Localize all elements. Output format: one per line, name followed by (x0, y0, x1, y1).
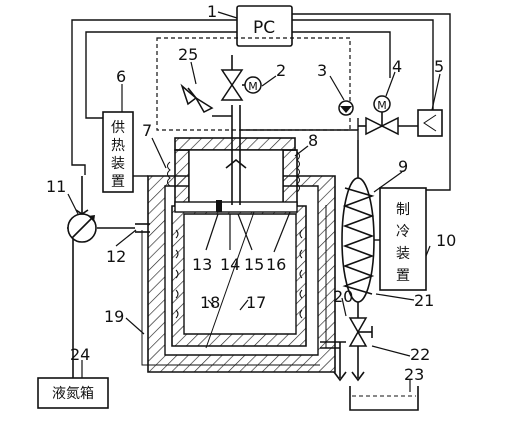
cooler-char-1: 制 (396, 202, 410, 218)
label-21: 21 (414, 291, 434, 310)
cooler-char-4: 置 (396, 268, 410, 284)
label-17: 17 (246, 293, 266, 312)
heater-unit: 供 热 装 置 (102, 111, 134, 193)
part-number-labels: 1 2 3 4 5 6 7 8 9 10 11 12 13 14 15 16 1… (46, 2, 456, 384)
label-9: 9 (398, 157, 408, 176)
label-1: 1 (207, 2, 217, 21)
motor-valve-4: M (358, 95, 418, 136)
gas-inlet-tube (225, 105, 359, 205)
label-20: 20 (333, 287, 353, 306)
label-15: 15 (244, 255, 264, 274)
heating-coils (175, 229, 303, 319)
label-25: 25 (178, 45, 198, 64)
motor-icon (244, 76, 262, 94)
label-12: 12 (106, 247, 126, 266)
leader-lines (67, 11, 441, 392)
label-13: 13 (192, 255, 212, 274)
heater-char-3: 装 (111, 156, 125, 172)
heater-char-4: 置 (111, 174, 125, 190)
ln2-valve-11 (67, 176, 97, 243)
label-19: 19 (104, 307, 124, 326)
cooler-char-2: 冷 (396, 224, 410, 240)
label-2: 2 (276, 61, 286, 80)
cooling-coil (341, 140, 380, 318)
pc-label: PC (253, 18, 275, 38)
outer-vessel (141, 175, 336, 373)
cooling-unit: 制 冷 装 置 (379, 187, 427, 291)
heater-char-1: 供 (111, 120, 125, 136)
label-11: 11 (46, 177, 66, 196)
pc-box: PC (236, 5, 293, 47)
signal-wires (71, 13, 451, 191)
lid-assembly (167, 137, 300, 213)
ln2-tank-24: 液氮箱 (37, 377, 109, 409)
heater-char-2: 热 (111, 138, 125, 154)
ln2-tank-label: 液氮箱 (52, 386, 94, 402)
label-24: 24 (70, 345, 90, 364)
label-4: 4 (392, 57, 402, 76)
sensor-5 (417, 109, 443, 137)
outlet-pipe-20 (320, 341, 347, 382)
label-3: 3 (317, 61, 327, 80)
cooler-char-3: 装 (396, 246, 410, 262)
motor-valve-2: M (220, 55, 262, 101)
motor-icon (373, 95, 391, 113)
sensor-arrows (205, 211, 291, 253)
label-14: 14 (220, 255, 240, 274)
label-10: 10 (436, 231, 456, 250)
label-8: 8 (308, 131, 318, 150)
label-22: 22 (410, 345, 430, 364)
valve-25 (180, 83, 232, 117)
label-16: 16 (266, 255, 286, 274)
pump-3 (338, 100, 354, 116)
label-23: 23 (404, 365, 424, 384)
label-6: 6 (116, 67, 126, 86)
label-18: 18 (200, 293, 220, 312)
motor-2-label: M (248, 80, 258, 93)
drain-valve-22 (348, 317, 373, 382)
label-7: 7 (142, 121, 152, 140)
label-5: 5 (434, 57, 444, 76)
motor-4-label: M (377, 99, 387, 112)
collection-tray-23 (349, 386, 419, 411)
